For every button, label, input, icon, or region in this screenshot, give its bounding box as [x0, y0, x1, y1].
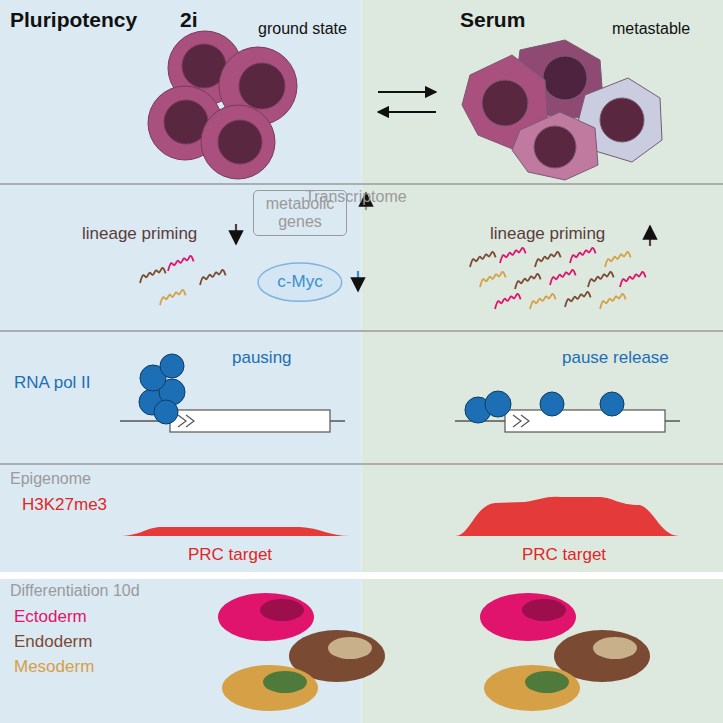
- label: Epigenome: [10, 470, 91, 488]
- protein-ellipse: c-Myc: [257, 262, 343, 302]
- label: metastable: [612, 20, 690, 38]
- label: Differentiation 10d: [10, 582, 140, 600]
- transcripts: [140, 248, 646, 309]
- differentiated-cells-2i: [218, 593, 385, 711]
- label: 2i: [180, 8, 198, 32]
- label: lineage priming: [82, 224, 197, 244]
- cells-serum: [462, 40, 662, 180]
- label: Ectoderm: [14, 607, 87, 627]
- label: Mesoderm: [14, 657, 94, 677]
- label: Serum: [460, 8, 525, 32]
- label: PRC target: [522, 545, 606, 565]
- label: PRC target: [188, 545, 272, 565]
- label: Endoderm: [14, 632, 92, 652]
- differentiated-cells-serum: [480, 593, 650, 711]
- gene-box: metabolic genes: [253, 190, 347, 237]
- label: H3K27me3: [22, 495, 107, 515]
- background-serum: [362, 0, 723, 723]
- node-text: metabolic genes: [260, 195, 340, 232]
- label: lineage priming: [490, 224, 605, 244]
- reversible-arrows: [378, 92, 436, 112]
- gene-serum: [455, 391, 680, 432]
- h3k27me3-profile-2i: [118, 527, 350, 536]
- label: Pluripotency: [10, 8, 137, 32]
- background-2i: [0, 0, 362, 723]
- label: ground state: [258, 20, 347, 38]
- h3k27me3-profile-serum: [455, 497, 680, 536]
- node-text: c-Myc: [277, 272, 322, 292]
- white-band: [0, 572, 723, 579]
- cells-2i: [148, 31, 297, 179]
- label: RNA pol II: [14, 373, 91, 393]
- label: pause release: [562, 348, 669, 368]
- label: pausing: [232, 348, 292, 368]
- row-dividers: [0, 184, 723, 464]
- trend-arrows: [236, 193, 650, 291]
